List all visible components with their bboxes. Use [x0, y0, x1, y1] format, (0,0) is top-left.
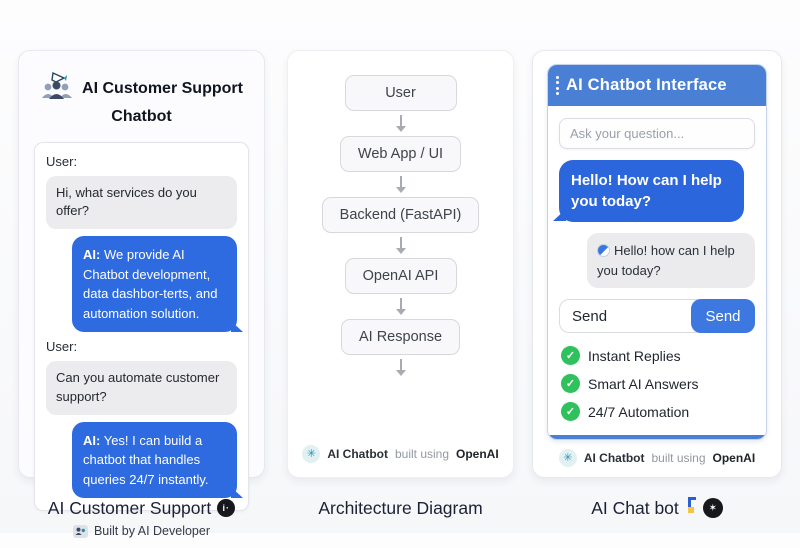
- bracket-logo-icon: [685, 497, 697, 519]
- check-icon: ✓: [561, 402, 580, 421]
- feature-list: ✓ Instant Replies ✓ Smart AI Answers ✓ 2…: [559, 344, 755, 425]
- ai-prefix: AI:: [83, 247, 101, 263]
- chat-transcript-panel: User: Hi, what services do you offer? AI…: [34, 141, 249, 512]
- openai-logo-icon: ✳: [302, 445, 321, 463]
- bubble-tail: [553, 209, 566, 221]
- footer-text-brand: OpenAI: [456, 447, 499, 461]
- feature-item: ✓ Instant Replies: [561, 346, 753, 365]
- flow-node-user: User: [344, 75, 457, 111]
- feature-label: Smart AI Answers: [588, 375, 699, 392]
- caption-customer-support: AI Customer Support i·: [18, 492, 265, 524]
- footer-text-muted: built using: [651, 451, 706, 465]
- ai-text: We provide AI Chatbot development, data …: [83, 247, 218, 321]
- chatbot-header: AI Chatbot Interface: [548, 65, 766, 106]
- echo-message-text: Hello! how can I help you today?: [597, 243, 735, 278]
- architecture-card: User Web App / UI Backend (FastAPI) Open…: [287, 50, 514, 478]
- bubble-tail: [231, 487, 243, 499]
- developer-icon: [72, 524, 88, 538]
- built-by-label: Built by AI Developer: [93, 524, 211, 539]
- question-input[interactable]: [559, 118, 755, 149]
- ai-prefix: AI:: [83, 432, 101, 448]
- caption-text: Architecture Diagram: [318, 497, 483, 518]
- footer-text-muted: built using: [394, 447, 450, 461]
- user-message-bubble: Hi, what services do you offer?: [46, 175, 237, 230]
- ai-greeting-text: Hello! How can I help you today?: [571, 172, 722, 210]
- openai-footer: ✳ AI Chatbot built using OpenAI: [533, 440, 781, 477]
- support-team-icon: [40, 71, 74, 106]
- feature-label: Instant Replies: [588, 347, 681, 364]
- check-icon: ✓: [561, 374, 580, 393]
- chatbot-bottom-bar: [548, 435, 766, 439]
- flow-node-ai-response: AI Response: [340, 319, 461, 355]
- chatbot-body: Hello! How can I help you today? Hello! …: [548, 106, 766, 435]
- feature-item: ✓ 24/7 Automation: [561, 402, 753, 421]
- flow-node-webapp: Web App / UI: [339, 136, 462, 172]
- chatbot-title: AI Chatbot Interface: [566, 76, 727, 94]
- send-button[interactable]: Send: [691, 299, 755, 333]
- check-icon: ✓: [561, 346, 580, 365]
- card-title-line1: AI Customer Support: [82, 79, 243, 97]
- feature-label: 24/7 Automation: [588, 403, 690, 420]
- caption-text: AI Customer Support: [47, 497, 212, 518]
- echo-message-bubble: Hello! how can I help you today?: [587, 233, 755, 288]
- caption-text: AI Chat bot: [591, 497, 679, 518]
- footer-text-brand: OpenAI: [712, 451, 756, 465]
- user-message-bubble: Can you automate customer support?: [46, 361, 237, 415]
- ai-text: Yes! I can build a chatbot that handles …: [83, 432, 209, 487]
- chat-star-badge-icon[interactable]: ✶: [702, 498, 723, 518]
- down-arrow-icon: [395, 172, 406, 197]
- ai-greeting-bubble: Hello! How can I help you today?: [553, 160, 744, 222]
- chatbot-panel: AI Chatbot Interface Hello! How can I he…: [547, 64, 767, 440]
- footer-text-strong: AI Chatbot: [327, 447, 388, 461]
- caption-architecture: Architecture Diagram: [287, 492, 514, 524]
- send-row: Send: [559, 299, 755, 333]
- feature-item: ✓ Smart AI Answers: [561, 374, 753, 393]
- card-header: AI Customer Support Chatbot: [19, 51, 264, 134]
- info-badge-icon[interactable]: i·: [217, 499, 236, 517]
- menu-dots-icon[interactable]: [556, 75, 559, 96]
- caption-ai-chatbot: AI Chat bot ✶: [532, 492, 782, 524]
- openai-logo-icon: ✳: [558, 449, 577, 467]
- flow-node-openai-api: OpenAI API: [344, 258, 457, 294]
- ai-message-bubble: AI: We provide AI Chatbot development, d…: [72, 236, 243, 333]
- flow-node-backend: Backend (FastAPI): [321, 197, 480, 233]
- chatbot-interface-card: AI Chatbot Interface Hello! How can I he…: [532, 50, 782, 478]
- speaker-label: User:: [46, 153, 78, 169]
- down-arrow-icon: [395, 233, 406, 258]
- bubble-tail: [231, 321, 243, 333]
- ai-message-bubble: AI: Yes! I can build a chatbot that hand…: [72, 421, 243, 499]
- down-arrow-icon: [395, 294, 406, 319]
- mini-chat-icon: [597, 244, 610, 257]
- openai-footer: ✳ AI Chatbot built using OpenAI: [302, 445, 499, 463]
- footer-text-strong: AI Chatbot: [583, 451, 645, 465]
- card-title-line2: Chatbot: [111, 108, 172, 125]
- down-arrow-icon: [395, 355, 406, 380]
- customer-support-card: AI Customer Support Chatbot User: Hi, wh…: [18, 50, 265, 538]
- down-arrow-icon: [395, 111, 406, 136]
- speaker-label: User:: [46, 339, 78, 355]
